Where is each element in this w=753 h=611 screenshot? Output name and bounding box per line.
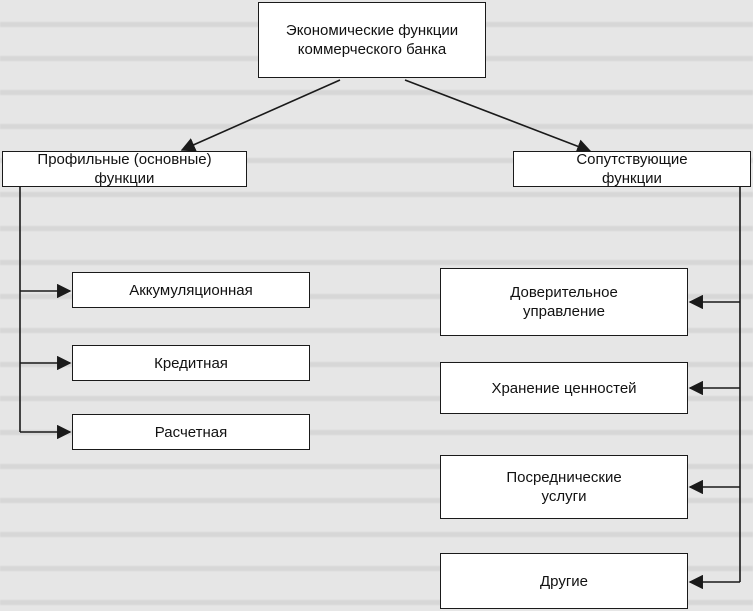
credit-label: Кредитная	[154, 354, 228, 372]
settlement-label: Расчетная	[154, 423, 228, 441]
related-line-2: функции	[602, 170, 662, 187]
root-line-1: Экономические функции	[285, 22, 459, 39]
storage-label: Хранение ценностей	[491, 379, 637, 397]
credit-node: Кредитная	[72, 345, 310, 381]
valuables-storage-node: Хранение ценностей	[440, 362, 688, 414]
arrow-root-to-profile	[180, 79, 341, 152]
other-label: Другие	[539, 572, 589, 590]
profile-line-2: функции	[94, 170, 155, 187]
related-line-1: Сопутствующие	[576, 151, 688, 168]
profile-functions-node: Профильные (основные) функции	[2, 151, 247, 187]
intermediary-services-node: Посреднические услуги	[440, 455, 688, 519]
root-line-2: коммерческого банка	[297, 41, 447, 58]
intermediary-line-1: Посреднические	[506, 469, 622, 486]
accumulation-node: Аккумуляционная	[72, 272, 310, 308]
settlement-node: Расчетная	[72, 414, 310, 450]
root-node: Экономические функции коммерческого банк…	[258, 2, 486, 78]
accumulation-label: Аккумуляционная	[129, 281, 253, 299]
intermediary-line-2: услуги	[541, 488, 587, 505]
other-node: Другие	[440, 553, 688, 609]
trust-line-2: управление	[522, 303, 606, 320]
profile-line-1: Профильные (основные)	[37, 151, 212, 168]
trust-line-1: Доверительное	[510, 284, 618, 301]
trust-management-node: Доверительное управление	[440, 268, 688, 336]
related-functions-node: Сопутствующие функции	[513, 151, 751, 187]
arrow-root-to-related	[404, 79, 592, 154]
